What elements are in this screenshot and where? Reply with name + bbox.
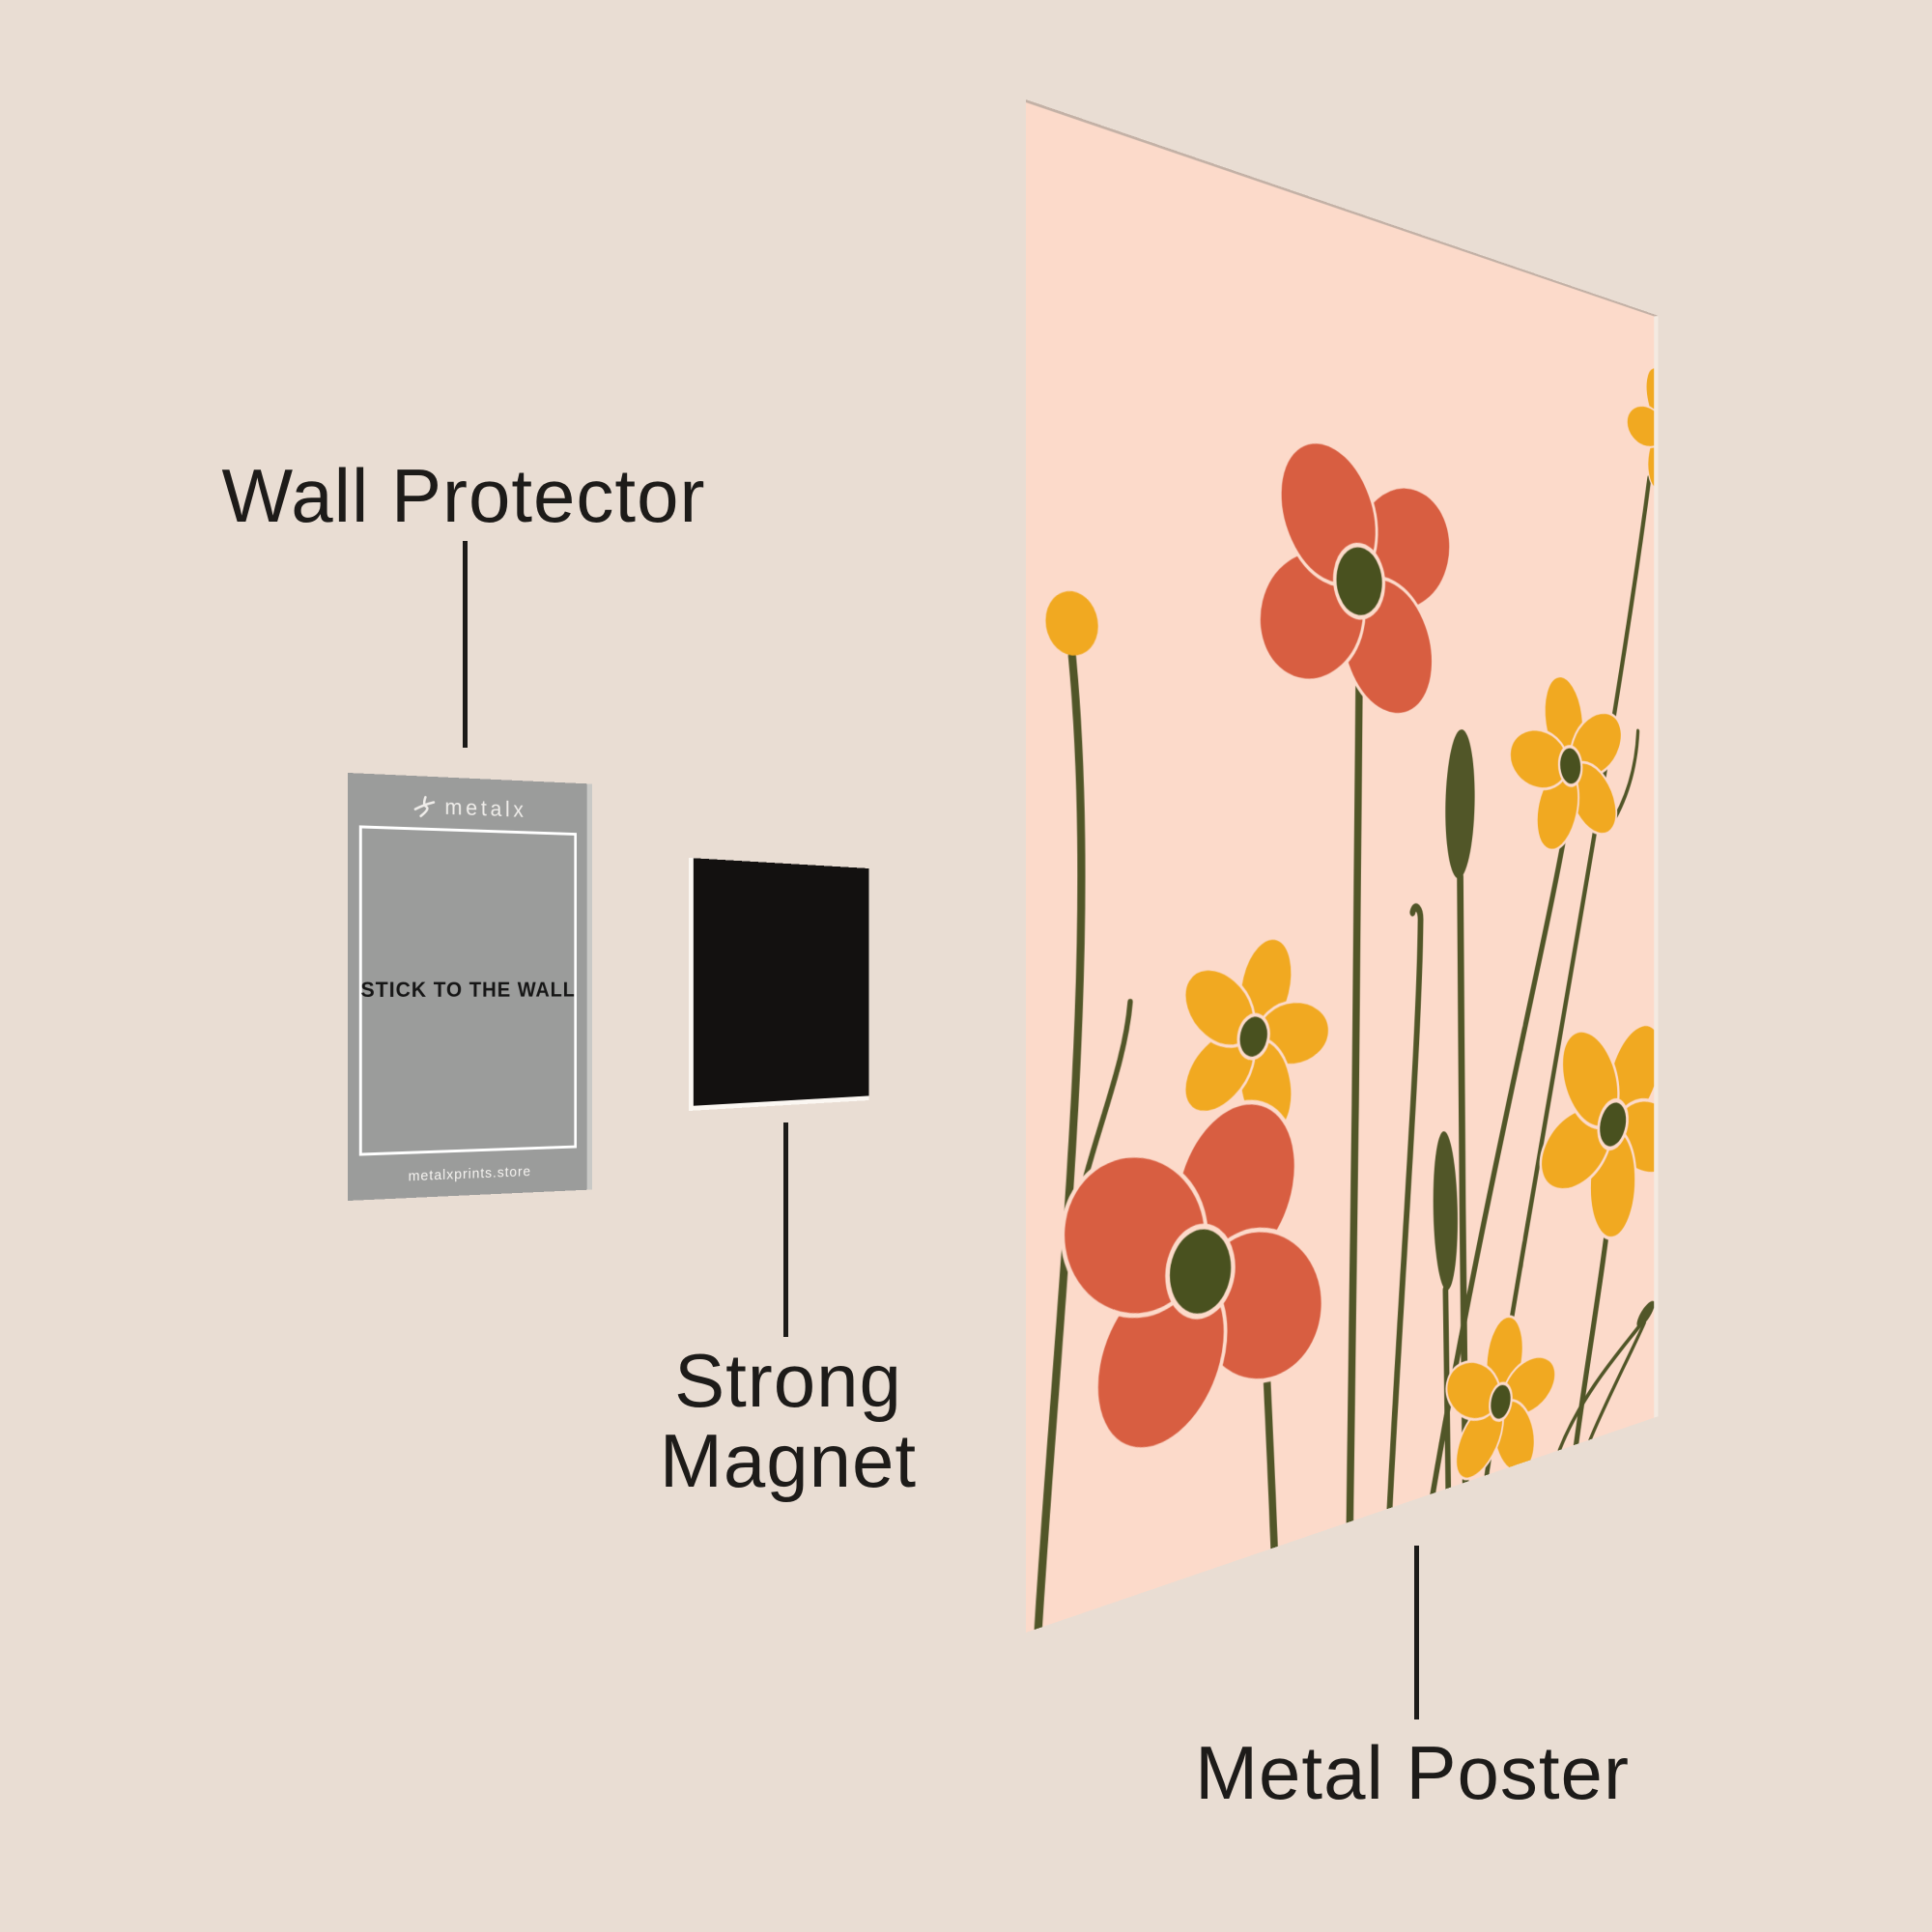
- wall-protector-pointer-line: [463, 541, 468, 748]
- strong-magnet-pointer-line: [783, 1122, 788, 1337]
- card-instruction-text: STICK TO THE WALL: [360, 978, 576, 1002]
- strong-magnet-label: Strong Magnet: [660, 1341, 917, 1500]
- metalx-logo-icon: [412, 793, 437, 819]
- strong-magnet-label-line1: Strong: [674, 1338, 902, 1423]
- wall-protector-card: metalx STICK TO THE WALL metalxprints.st…: [348, 773, 592, 1201]
- card-logo: metalx: [348, 790, 587, 825]
- card-brand-text: metalx: [444, 794, 527, 822]
- metal-poster: [1026, 99, 1659, 1633]
- wildflower-artwork: [1026, 102, 1655, 1633]
- red-flower-icon: [1224, 387, 1478, 758]
- magnet: [689, 858, 869, 1111]
- card-website-text: metalxprints.store: [408, 1163, 531, 1185]
- yellow-flower-icon: [1431, 1314, 1565, 1496]
- wall-protector-label: Wall Protector: [221, 453, 706, 538]
- yellow-bud-icon: [1045, 587, 1098, 659]
- strong-magnet-label-line2: Magnet: [659, 1417, 918, 1503]
- metal-poster-pointer-line: [1414, 1546, 1419, 1719]
- metal-poster-label: Metal Poster: [1195, 1730, 1630, 1815]
